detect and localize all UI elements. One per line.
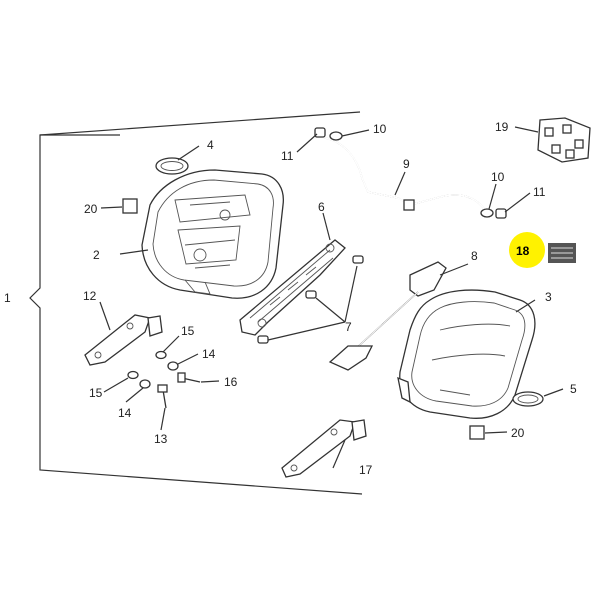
label-19: 19: [495, 120, 509, 134]
label-7: 7: [345, 320, 352, 334]
label-10-right: 10: [491, 170, 505, 184]
label-16: 16: [224, 375, 238, 389]
part-14-nut-lower: [139, 379, 151, 389]
part-13-bolt: [157, 384, 168, 409]
part-6-mounting-rail: [239, 239, 346, 336]
part-2-left-saddlebag: [141, 169, 284, 299]
part-19-hardware-kit: [537, 117, 591, 163]
part-15-washer-lower: [127, 370, 139, 380]
part-10-washer-top: [329, 131, 343, 141]
label-8: 8: [471, 249, 478, 263]
label-14-upper: 14: [202, 347, 216, 361]
part-12-left-bracket: [84, 314, 163, 366]
part-8-strap: [328, 261, 447, 371]
part-4-reflector: [155, 157, 189, 175]
label-11-right: 11: [533, 185, 546, 199]
label-20-right: 20: [511, 426, 525, 440]
label-13: 13: [154, 432, 168, 446]
label-6: 6: [318, 200, 325, 214]
label-12: 12: [83, 289, 97, 303]
part-14-nut-upper: [167, 361, 179, 371]
label-1: 1: [4, 291, 11, 305]
label-10-top: 10: [373, 122, 387, 136]
part-10-washer-right: [480, 208, 494, 218]
label-20-left: 20: [84, 202, 98, 216]
part-3-right-saddlebag: [397, 289, 536, 419]
label-5: 5: [570, 382, 577, 396]
part-5-reflector: [512, 391, 544, 407]
label-18: 18: [516, 244, 530, 258]
label-17: 17: [359, 463, 373, 477]
label-14-lower: 14: [118, 406, 132, 420]
part-7-spacers: [257, 255, 364, 344]
label-4: 4: [207, 138, 214, 152]
part-11-screw-top: [314, 127, 326, 138]
part-9-tube: [324, 137, 486, 211]
part-16-bolt: [177, 372, 201, 383]
label-11-top: 11: [281, 149, 294, 163]
leader-lines: [99, 126, 564, 469]
label-3: 3: [545, 290, 552, 304]
part-15-washer-upper: [155, 350, 167, 360]
label-9: 9: [403, 157, 410, 171]
part-11-screw-right: [495, 208, 507, 219]
part-20-sticker-right: [469, 425, 485, 440]
part-17-right-bracket: [281, 419, 367, 478]
label-2: 2: [93, 248, 100, 262]
part-18-highlight: [509, 232, 545, 268]
part-20-sticker-left: [122, 198, 138, 214]
label-15-upper: 15: [181, 324, 195, 338]
label-15-lower: 15: [89, 386, 103, 400]
assembly-bracket-top: [39, 111, 361, 136]
callout-labels: 1 2 3 4 5 6 7 8 9 10 10 11 11 12 13 14 1…: [4, 120, 577, 477]
